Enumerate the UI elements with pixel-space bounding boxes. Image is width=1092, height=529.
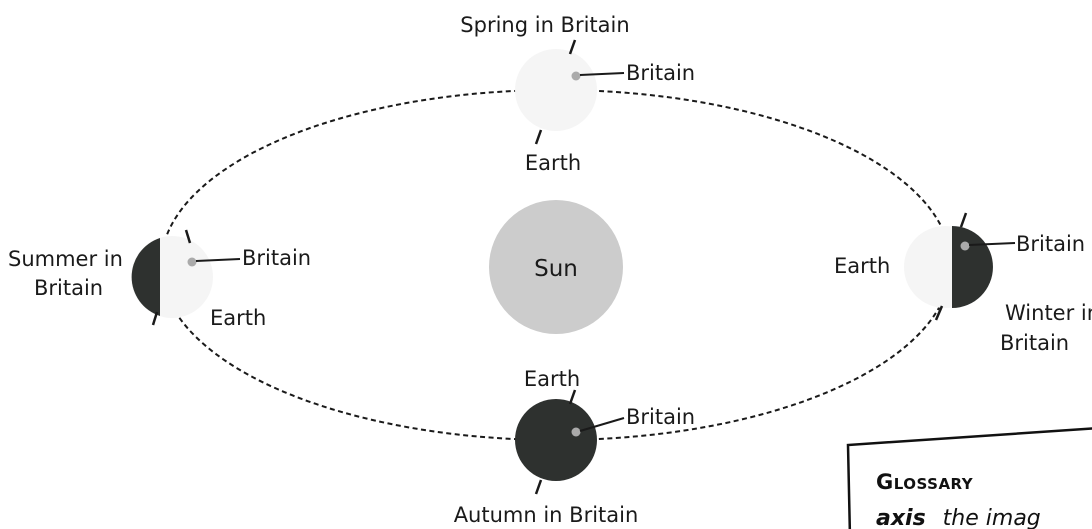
season-label-winter-line2: Britain (1000, 331, 1069, 355)
season-label-spring: Spring in Britain (460, 13, 629, 37)
glossary-box: Glossary axis the imag (848, 428, 1092, 529)
earth-winter: Earth Britain Winter in Britain (834, 213, 1092, 355)
earth-globe (515, 399, 597, 481)
earth-summer: Summer in Britain Britain Earth (8, 230, 311, 330)
earth-spring: Spring in Britain Britain Earth (460, 13, 695, 175)
glossary-definition: the imag (943, 506, 1041, 529)
earth-dark-side (952, 226, 993, 308)
earth-globe (515, 49, 597, 131)
axis-line (570, 40, 575, 54)
season-label-autumn: Autumn in Britain (454, 503, 639, 527)
axis-line (570, 390, 575, 404)
sun-label: Sun (534, 256, 578, 282)
sun: Sun (489, 200, 623, 334)
season-label-summer-line2: Britain (34, 276, 103, 300)
britain-label-spring: Britain (626, 61, 695, 85)
season-label-winter-line1: Winter in (1005, 301, 1092, 325)
season-label-summer-line1: Summer in (8, 247, 123, 271)
britain-label-winter: Britain (1016, 232, 1085, 256)
earth-dark-side (132, 238, 160, 316)
earth-autumn: Earth Britain Autumn in Britain (454, 367, 695, 527)
britain-label-summer: Britain (242, 246, 311, 270)
earth-label-autumn: Earth (524, 367, 580, 391)
britain-label-autumn: Britain (626, 405, 695, 429)
axis-line (961, 213, 966, 227)
earth-label-spring: Earth (525, 151, 581, 175)
britain-dot (572, 428, 581, 437)
axis-line (536, 130, 541, 144)
britain-dot (572, 72, 581, 81)
earth-label-winter: Earth (834, 254, 890, 278)
britain-dot (961, 242, 970, 251)
glossary-term: axis (876, 506, 926, 529)
britain-dot (188, 258, 197, 267)
glossary-first-entry: axis the imag (876, 506, 1041, 529)
earth-label-summer: Earth (210, 306, 266, 330)
glossary-title: Glossary (876, 470, 974, 494)
axis-line (536, 480, 541, 494)
